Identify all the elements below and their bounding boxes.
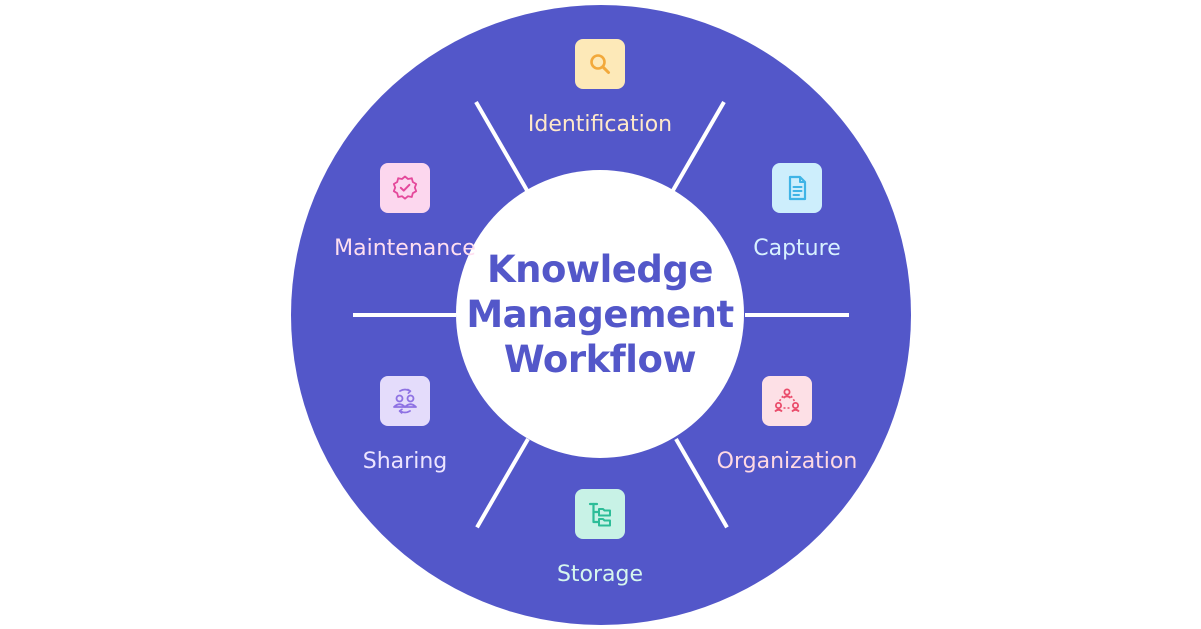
- step-label: Organization: [716, 449, 858, 474]
- center-circle: Knowledge Management Workflow: [456, 170, 744, 458]
- step-label: Identification: [527, 112, 673, 137]
- step-label: Storage: [556, 562, 644, 587]
- step-organization: Organization: [687, 376, 887, 475]
- folder-tree-icon: [575, 489, 625, 539]
- title-line: Workflow: [503, 337, 697, 381]
- diagram-title: Knowledge Management Workflow: [466, 247, 734, 382]
- divider-line: [745, 313, 849, 317]
- step-maintenance: Maintenance: [305, 163, 505, 262]
- step-storage: Storage: [500, 489, 700, 588]
- people-network-icon: [762, 376, 812, 426]
- search-icon: [575, 39, 625, 89]
- title-line: Knowledge: [487, 247, 713, 291]
- step-capture: Capture: [697, 163, 897, 262]
- step-label: Sharing: [362, 449, 448, 474]
- divider-line: [353, 313, 456, 317]
- step-identification: Identification: [500, 39, 700, 138]
- step-sharing: Sharing: [305, 376, 505, 475]
- badge-check-icon: [380, 163, 430, 213]
- people-share-icon: [380, 376, 430, 426]
- step-label: Maintenance: [334, 236, 476, 261]
- title-line: Management: [466, 292, 734, 336]
- step-label: Capture: [753, 236, 841, 261]
- document-icon: [772, 163, 822, 213]
